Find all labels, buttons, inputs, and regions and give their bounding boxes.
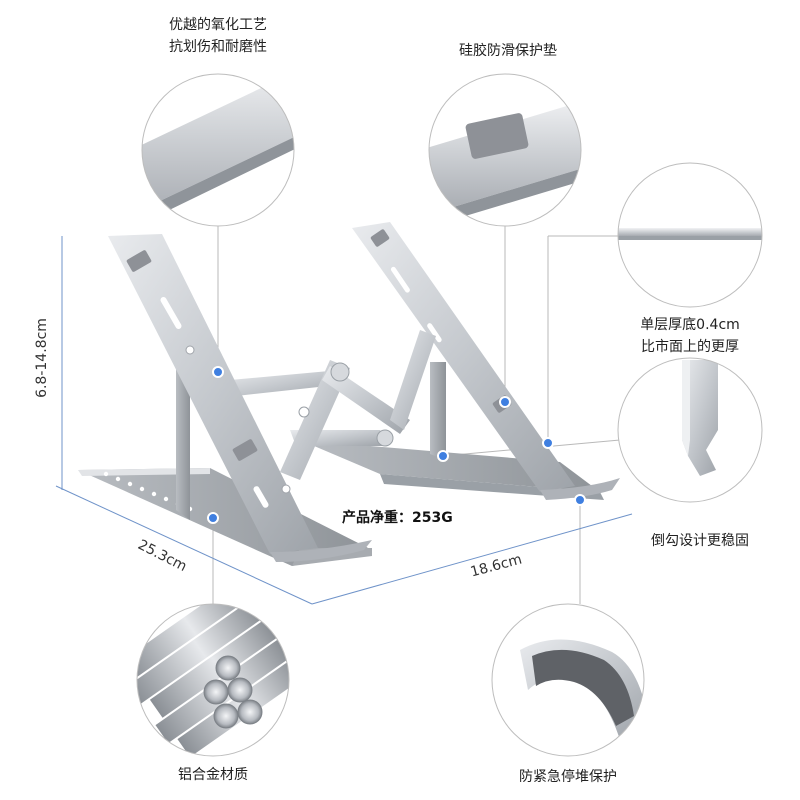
- marker-dots: [207, 366, 586, 524]
- callout-alloy-circle: [136, 603, 290, 757]
- callout-anodized-line1: 优越的氧化工艺: [169, 17, 267, 33]
- dimension-lines: [55, 236, 633, 605]
- callout-anodized-circle: [141, 73, 295, 227]
- callout-anodized-line2: 抗划伤和耐磨性: [169, 39, 267, 55]
- callout-hook-circle: [617, 357, 763, 503]
- callout-silicone-pad-label: 硅胶防滑保护垫: [459, 43, 557, 59]
- callout-anodized-label: 优越的氧化工艺 抗划伤和耐磨性: [148, 14, 288, 58]
- callout-anti-slip-circle: [491, 603, 645, 757]
- callout-silicone-pad-circle: [428, 73, 582, 227]
- callout-anti-slip-label: 防紧急停堆保护: [519, 769, 617, 785]
- callout-hook-label: 倒勾设计更稳固: [651, 533, 749, 549]
- callout-alloy-label: 铝合金材质: [178, 767, 248, 783]
- callout-thickness-label: 单层厚底0.4cm 比市面上的更厚: [620, 314, 760, 358]
- callout-thickness-line2: 比市面上的更厚: [641, 339, 739, 355]
- dimension-height-label: 6.8-14.8cm: [34, 318, 50, 398]
- callout-thickness-line1: 单层厚底0.4cm: [640, 317, 740, 333]
- laptop-stand: [78, 222, 620, 566]
- callout-thickness-circle: [617, 162, 763, 308]
- product-weight: 产品净重：253G: [342, 510, 453, 526]
